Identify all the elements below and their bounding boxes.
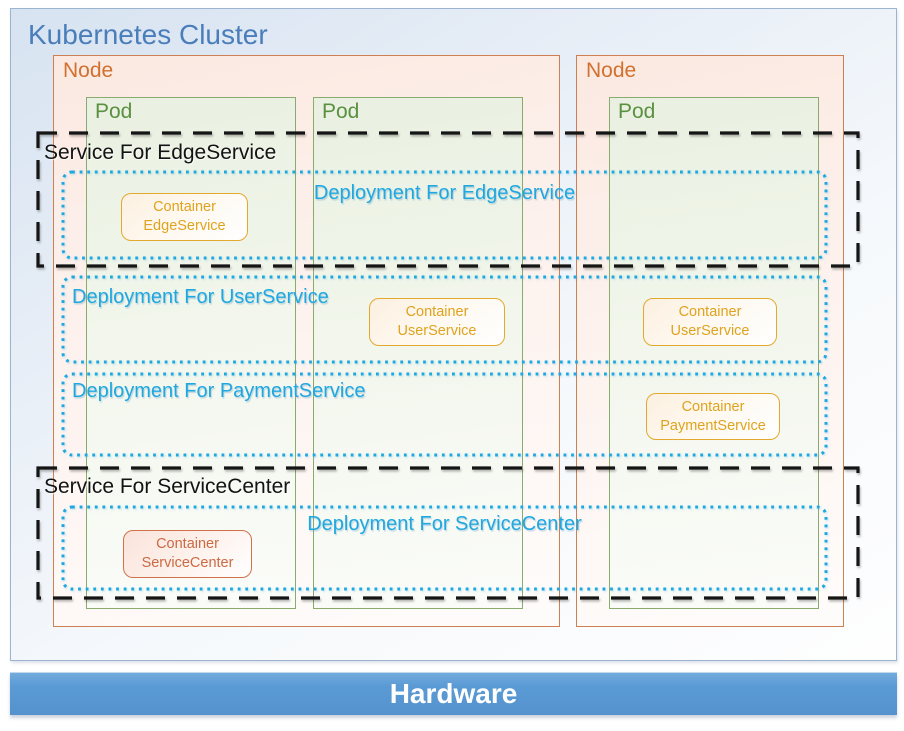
- hardware-banner: Hardware: [10, 672, 897, 715]
- node-title: Node: [586, 59, 637, 82]
- deployment-servicecenter-label: Deployment For ServiceCenter: [307, 513, 582, 535]
- service-servicecenter-label: Service For ServiceCenter: [44, 475, 291, 498]
- container-userservice-2: Container UserService: [643, 298, 777, 346]
- pod-title: Pod: [95, 100, 133, 123]
- container-label-line1: Container: [681, 398, 745, 415]
- container-userservice-1: Container UserService: [369, 298, 505, 346]
- container-label-line2: ServiceCenter: [141, 555, 234, 571]
- pod-title: Pod: [618, 100, 656, 123]
- container-paymentservice: Container PaymentService: [646, 393, 780, 440]
- service-edgeservice-label: Service For EdgeService: [44, 141, 277, 164]
- container-label-line1: Container: [153, 199, 216, 216]
- container-label-line2: PaymentService: [660, 417, 766, 434]
- container-label-line1: Container: [678, 304, 742, 321]
- deployment-userservice-label: Deployment For UserService: [72, 286, 329, 308]
- node-title: Node: [63, 59, 114, 82]
- container-label-line2: UserService: [670, 323, 750, 339]
- pod-title: Pod: [322, 100, 360, 123]
- container-edgeservice: Container EdgeService: [121, 193, 248, 241]
- container-label-line2: EdgeService: [143, 218, 226, 234]
- container-label-line2: UserService: [397, 323, 477, 339]
- cluster-title: Kubernetes Cluster: [28, 19, 268, 50]
- hardware-label: Hardware: [389, 678, 518, 709]
- container-servicecenter: Container ServiceCenter: [123, 530, 252, 578]
- container-label-line1: Container: [156, 536, 219, 553]
- deployment-paymentservice-label: Deployment For PaymentService: [72, 380, 366, 402]
- deployment-edgeservice-label: Deployment For EdgeService: [313, 182, 576, 204]
- container-label-line1: Container: [405, 304, 469, 321]
